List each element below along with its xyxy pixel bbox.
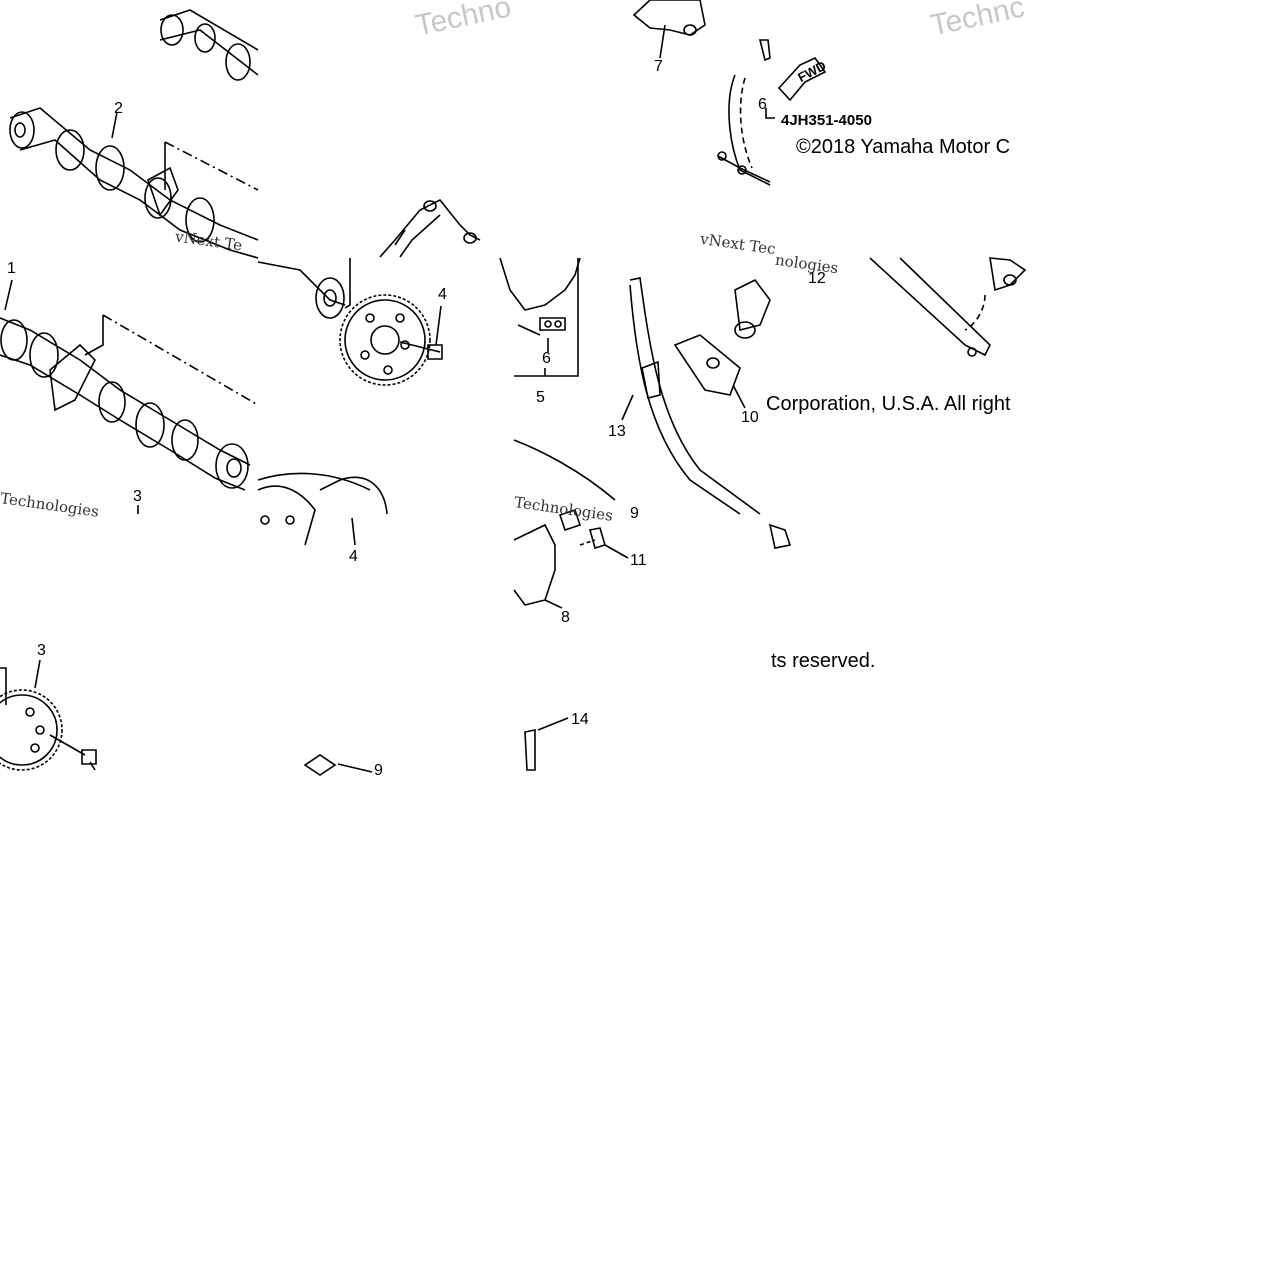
callout-7: 7 bbox=[654, 58, 663, 75]
camshaft-upper bbox=[10, 10, 258, 258]
callout-6-lower: 6 bbox=[542, 350, 551, 367]
copyright-line-2: Corporation, U.S.A. All right bbox=[766, 393, 1011, 415]
chain-guide-12 bbox=[870, 258, 1025, 356]
callout-10: 10 bbox=[741, 409, 759, 426]
cam-sprocket-upper bbox=[258, 258, 442, 490]
callout-4-upper: 4 bbox=[438, 286, 447, 303]
callout-8: 8 bbox=[561, 609, 570, 626]
chain-guide-long bbox=[622, 278, 770, 514]
callout-3-upper: 3 bbox=[133, 488, 142, 505]
callout-4-lower: 4 bbox=[349, 548, 358, 565]
bracket-upper bbox=[634, 0, 705, 58]
callout-3-lower: 3 bbox=[37, 642, 46, 659]
part-code: 4JH351-4050 bbox=[781, 112, 872, 129]
callout-13: 13 bbox=[608, 423, 626, 440]
copyright-line-3: ts reserved. bbox=[771, 650, 876, 672]
callout-1: 1 bbox=[7, 260, 16, 277]
timing-chain bbox=[500, 258, 615, 500]
camshaft-lower bbox=[0, 280, 258, 514]
callout-2: 2 bbox=[114, 100, 123, 117]
callout-11: 11 bbox=[630, 552, 647, 569]
callout-9-lower: 9 bbox=[374, 762, 383, 779]
chain-upper-right bbox=[718, 40, 825, 185]
chain-tensioner bbox=[514, 510, 790, 770]
callout-5: 5 bbox=[536, 389, 545, 406]
callout-14: 14 bbox=[571, 711, 589, 728]
copyright-line-1: ©2018 Yamaha Motor C bbox=[796, 136, 1011, 158]
callout-6-upper: 6 bbox=[758, 96, 767, 113]
callout-12: 12 bbox=[808, 270, 826, 287]
sprocket-4-lower bbox=[258, 477, 387, 775]
cam-sprocket-lower bbox=[0, 660, 96, 770]
chain-guide-upper bbox=[380, 200, 480, 257]
callout-9-upper: 9 bbox=[630, 505, 639, 522]
